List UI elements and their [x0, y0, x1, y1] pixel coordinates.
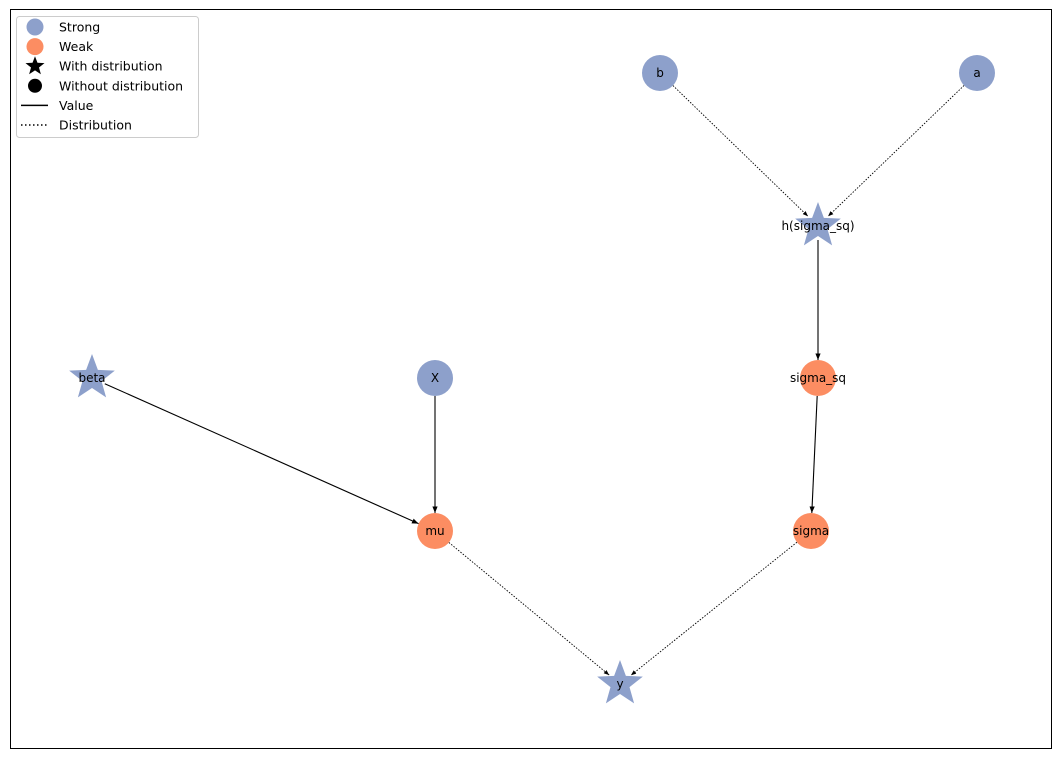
node-circle	[959, 55, 995, 91]
node-label: a	[973, 66, 980, 80]
node-label: sigma_sq	[790, 371, 846, 385]
node-circle	[793, 513, 829, 549]
plot-frame	[10, 9, 1052, 749]
star-icon	[795, 202, 841, 246]
node-label: mu	[425, 524, 444, 538]
node-label: b	[656, 66, 664, 80]
node-h: h(sigma_sq)	[781, 202, 855, 246]
edge-b-to-h	[672, 85, 809, 217]
node-label: sigma	[793, 524, 829, 538]
legend-item-without-distribution: Without distribution	[28, 78, 183, 93]
circle-icon	[26, 38, 44, 56]
node-circle	[417, 360, 453, 396]
node-X: X	[417, 360, 453, 396]
node-b: b	[642, 55, 678, 91]
legend-item-value: Value	[21, 98, 94, 113]
legend-label: Weak	[59, 39, 94, 54]
node-beta: beta	[69, 354, 115, 398]
legend-item-strong: Strong	[26, 18, 100, 36]
node-a: a	[959, 55, 995, 91]
legend-label: Value	[59, 98, 94, 113]
node-label: y	[616, 677, 623, 691]
star-icon	[69, 354, 115, 398]
legend-item-distribution: Distribution	[21, 118, 132, 133]
node-label: h(sigma_sq)	[781, 219, 854, 233]
edges-layer	[104, 85, 965, 676]
legend-label: Without distribution	[59, 78, 183, 93]
edge-beta-to-mu	[104, 383, 419, 525]
node-sigma-sq: sigma_sq	[790, 360, 846, 396]
legend-item-weak: Weak	[26, 38, 94, 56]
node-label: beta	[78, 371, 105, 385]
node-sigma: sigma	[793, 513, 829, 549]
node-mu: mu	[417, 513, 453, 549]
circle-icon	[26, 18, 44, 36]
edge-mu-to-y	[448, 542, 610, 676]
star-icon	[25, 56, 45, 75]
node-circle	[642, 55, 678, 91]
node-circle	[800, 360, 836, 396]
node-label: X	[431, 371, 439, 385]
edge-a-to-h	[827, 85, 965, 217]
circle-icon	[28, 78, 42, 93]
star-icon	[597, 660, 643, 704]
edge-sigma_sq-to-sigma	[809, 395, 818, 514]
node-circle	[417, 513, 453, 549]
legend-box	[16, 16, 199, 138]
legend-label: Strong	[59, 20, 100, 35]
legend-label: Distribution	[59, 118, 132, 133]
legend-label: With distribution	[59, 59, 163, 74]
node-y: y	[597, 660, 643, 704]
edge-sigma-to-y	[630, 541, 798, 676]
legend-item-with-distribution: With distribution	[25, 56, 163, 75]
